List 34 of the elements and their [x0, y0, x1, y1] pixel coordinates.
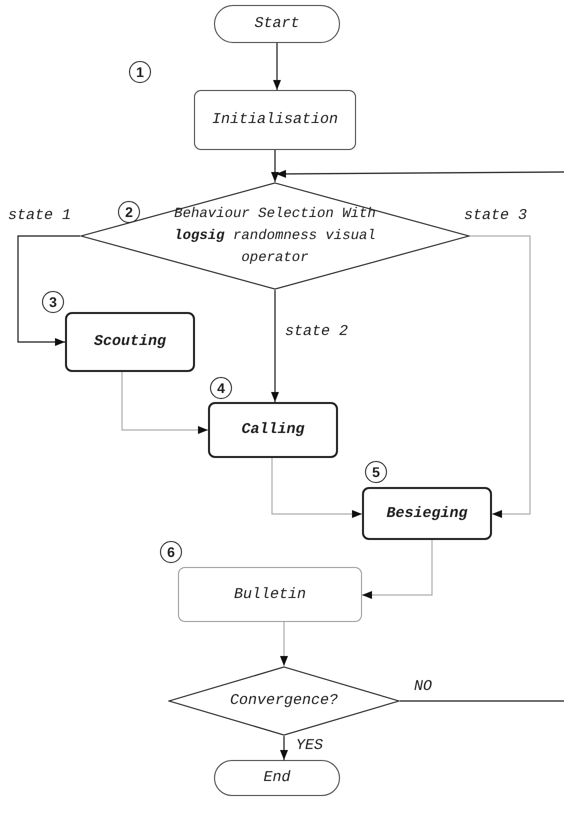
- process-box: [65, 312, 195, 372]
- callout-number: 1: [129, 61, 151, 83]
- node-text: Initialisation: [212, 110, 338, 130]
- node-text: Behaviour Selection With logsig randomness visual operator: [173, 205, 377, 268]
- arrow: [273, 43, 281, 90]
- terminator-shape: [214, 760, 340, 796]
- process-box: [362, 487, 492, 540]
- arrow: [362, 540, 433, 599]
- process-box: [208, 402, 338, 458]
- callout-number: 5: [365, 461, 387, 483]
- node-text: Bulletin: [234, 584, 306, 604]
- decision-diamond: [168, 666, 400, 736]
- process-box: [194, 90, 356, 150]
- node-text: Start: [254, 14, 300, 34]
- callout-number: 2: [118, 201, 140, 223]
- arrow: [17, 235, 80, 346]
- arrow: [121, 372, 208, 434]
- callout-number: 4: [210, 377, 232, 399]
- terminator-shape: [214, 5, 340, 43]
- node-text: End: [263, 768, 290, 788]
- callout-number: 6: [160, 541, 182, 563]
- node-text: Convergence?: [230, 691, 338, 711]
- node-text: Besieging: [386, 504, 468, 524]
- callout-number: 3: [42, 291, 64, 313]
- arrow: [276, 170, 564, 178]
- node-text: Calling: [241, 420, 304, 440]
- arrow: [271, 458, 362, 518]
- process-box: [178, 567, 362, 622]
- node-text: Scouting: [94, 332, 166, 352]
- arrow: [271, 290, 279, 402]
- arrow: [470, 235, 531, 518]
- arrow: [280, 622, 288, 666]
- arrow: [280, 736, 288, 760]
- arrow: [271, 150, 279, 182]
